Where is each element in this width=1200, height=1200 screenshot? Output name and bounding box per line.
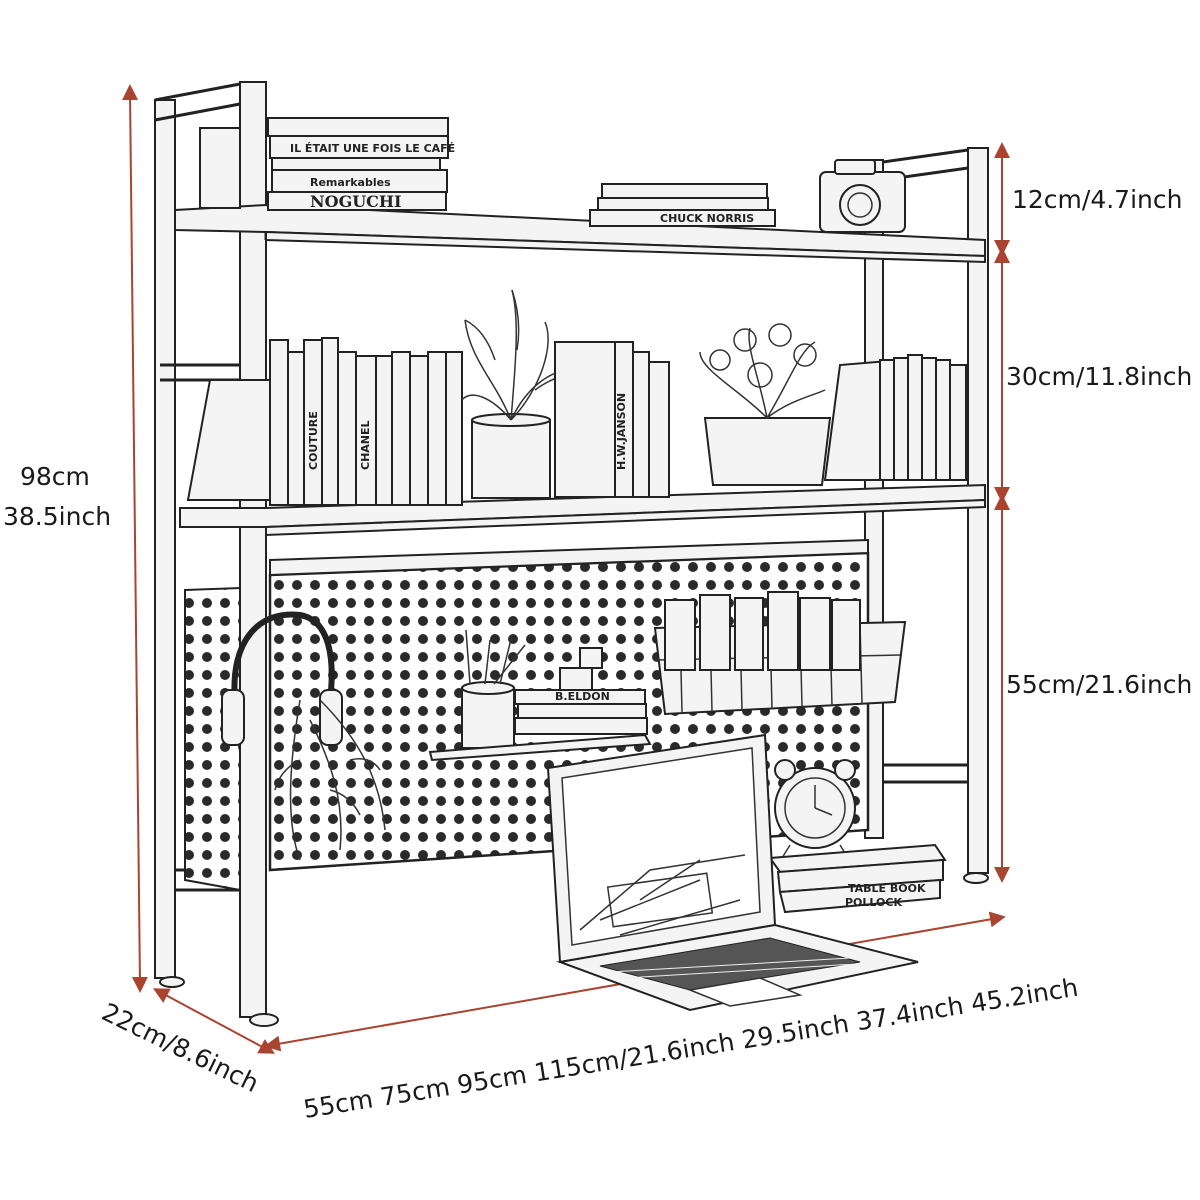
laptop-icon bbox=[546, 733, 919, 1012]
plant-pot-left bbox=[461, 289, 586, 499]
top-shelf-label: 12cm/4.7inch bbox=[1012, 185, 1182, 214]
pegboard-items: B.ELDON bbox=[221, 591, 947, 914]
foot-left-back bbox=[159, 976, 185, 988]
book-title-top-2: Remarkables bbox=[310, 176, 391, 189]
height-dimension-line bbox=[122, 84, 148, 993]
desk-book-stack: TABLE BOOK POLLOCK bbox=[768, 843, 947, 914]
top-shelf-items: IL ÉTAIT UNE FOIS LE CAFÉ Remarkables NO… bbox=[199, 117, 906, 233]
depth-dimension-line bbox=[152, 988, 276, 1054]
foot-right-front bbox=[963, 872, 989, 884]
book-spine-1: CHANEL bbox=[359, 420, 372, 470]
headphones-icon bbox=[221, 611, 343, 746]
height-label-cm: 98cm bbox=[20, 462, 90, 491]
book-title-top-1: IL ÉTAIT UNE FOIS LE CAFÉ bbox=[290, 142, 455, 155]
depth-label: 22cm/8.6inch bbox=[97, 997, 263, 1098]
shelf-frame bbox=[154, 81, 989, 1027]
height-label-inch: 38.5inch bbox=[3, 502, 111, 531]
front-left-post bbox=[239, 81, 267, 1018]
pegboard-small-shelf bbox=[428, 733, 652, 762]
middle-shelf-items: CHANEL COUTURE H.W.JANSON bbox=[186, 289, 967, 506]
book-row-left: CHANEL COUTURE bbox=[269, 337, 463, 506]
book-title-top-3: NOGUCHI bbox=[310, 192, 402, 211]
book-row-right bbox=[823, 354, 967, 481]
pegboard-book-title: B.ELDON bbox=[555, 690, 610, 703]
alarm-clock-icon bbox=[774, 759, 856, 859]
plant-pot-right bbox=[699, 323, 832, 486]
hanging-plant bbox=[274, 699, 386, 861]
foot-left-front bbox=[249, 1013, 279, 1027]
middle-shelf-label: 30cm/11.8inch bbox=[1006, 362, 1192, 391]
camera-icon bbox=[819, 159, 906, 233]
pegboard-book-stack: B.ELDON bbox=[514, 647, 648, 735]
book-row-center: H.W.JANSON bbox=[554, 341, 670, 498]
back-left-post bbox=[154, 99, 176, 979]
book-spine-2: COUTURE bbox=[307, 411, 320, 470]
bookend-left bbox=[186, 379, 276, 501]
desk-book-title: POLLOCK bbox=[845, 896, 902, 909]
book-title-top-4: CHUCK NORRIS bbox=[660, 212, 754, 225]
desk-book-title-2: TABLE BOOK bbox=[848, 882, 926, 895]
pencil-cup bbox=[461, 629, 526, 749]
lower-section-label: 55cm/21.6inch bbox=[1006, 670, 1192, 699]
wire-basket bbox=[653, 591, 907, 716]
book-spine-3: H.W.JANSON bbox=[615, 393, 628, 470]
top-book-stack-1 bbox=[267, 117, 449, 137]
